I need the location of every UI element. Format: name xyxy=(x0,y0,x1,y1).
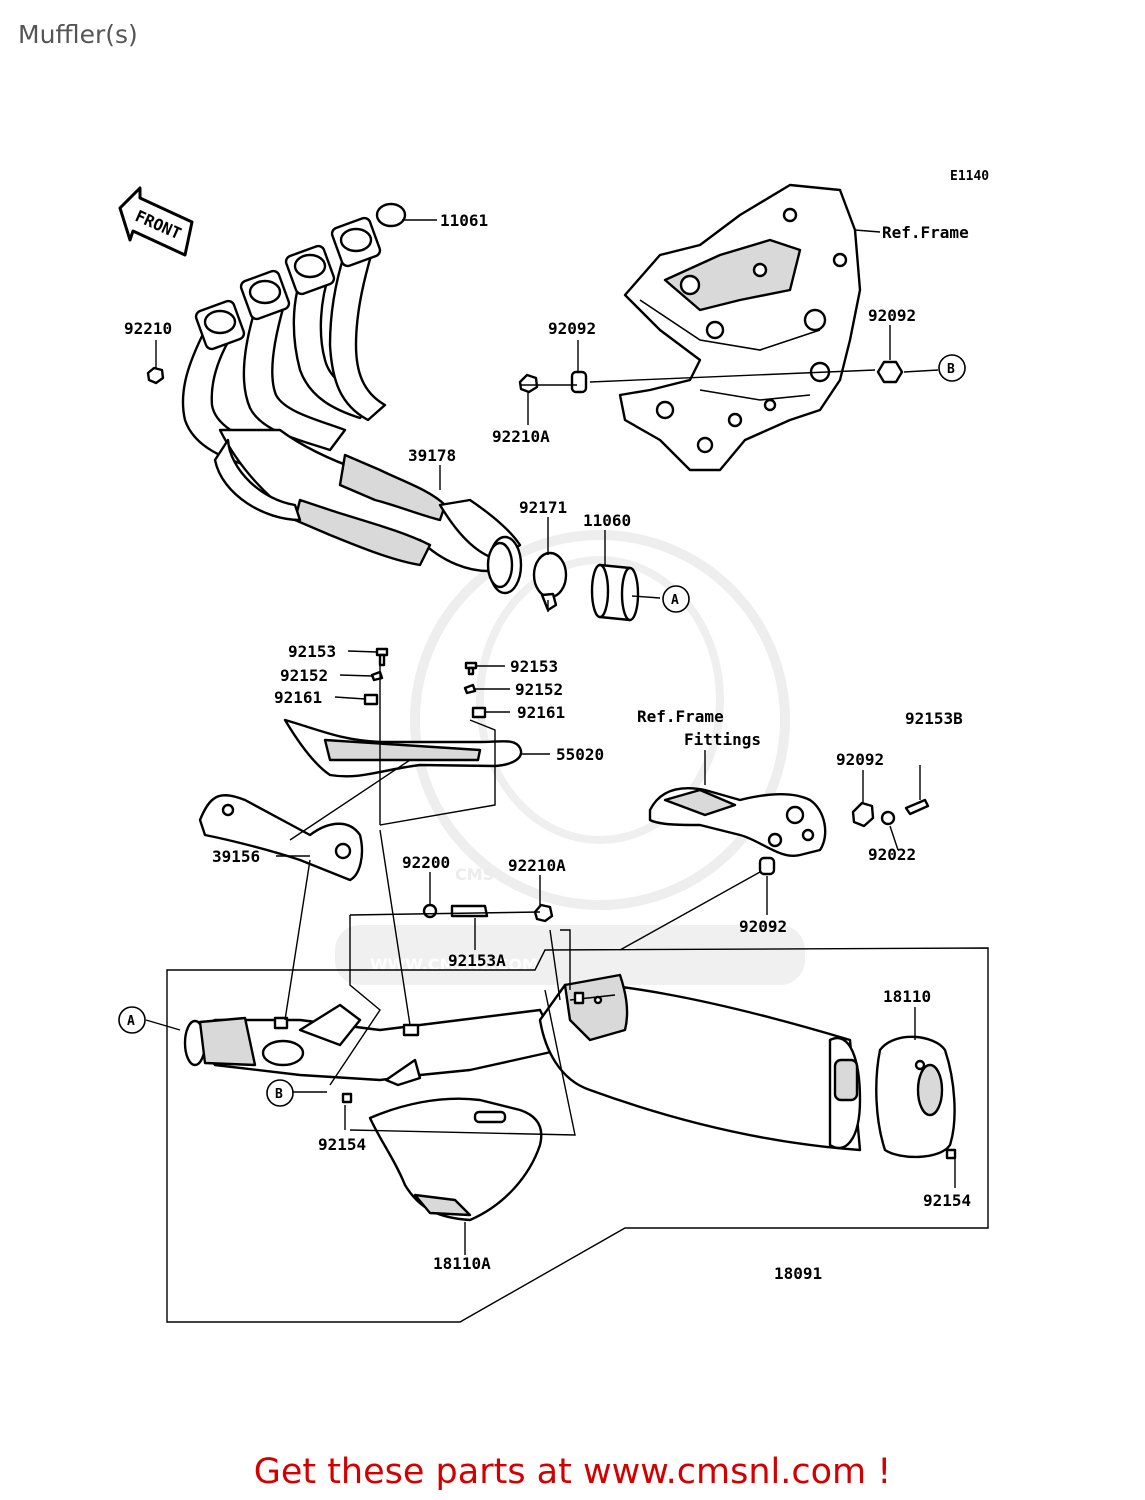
part-label-11061: 11061 xyxy=(440,211,488,230)
part-label-92153B: 92153B xyxy=(905,709,963,728)
part-label-92092: 92092 xyxy=(868,306,916,325)
part-label-92161: 92161 xyxy=(517,703,565,722)
front-arrow-icon: FRONT xyxy=(118,186,194,257)
part-label-92210: 92210 xyxy=(124,319,172,338)
washer-icon xyxy=(880,810,896,826)
svg-text:A: A xyxy=(671,593,679,608)
part-label-92200: 92200 xyxy=(402,853,450,872)
bolt-icon xyxy=(904,798,930,816)
screw-icon xyxy=(945,1148,957,1160)
nut-icon xyxy=(146,366,165,385)
bracket-39156 xyxy=(198,793,364,882)
part-label-92154: 92154 xyxy=(923,1191,971,1210)
svg-text:A: A xyxy=(127,1014,135,1029)
part-label-92022: 92022 xyxy=(868,845,916,864)
part-label-92153: 92153 xyxy=(288,642,336,661)
part-label-92154: 92154 xyxy=(318,1135,366,1154)
clamp-92171 xyxy=(532,551,568,612)
part-label-18110: 18110 xyxy=(883,987,931,1006)
part-label-18110A: 18110A xyxy=(433,1254,491,1273)
part-label-92092: 92092 xyxy=(548,319,596,338)
collar-icon xyxy=(570,370,588,394)
part-label-92092: 92092 xyxy=(739,917,787,936)
bolt-icon xyxy=(450,904,489,918)
gasket-ring xyxy=(375,202,407,228)
page-title: Muffler(s) xyxy=(18,20,138,49)
part-label-92152: 92152 xyxy=(280,666,328,685)
nut-icon xyxy=(851,801,875,828)
watermark-url-text: WWW.CMSNL.COM xyxy=(370,955,538,974)
part-label-92092: 92092 xyxy=(836,750,884,769)
ref-frame-label: Ref.Frame xyxy=(637,707,724,726)
sleeve-11060 xyxy=(590,563,640,622)
callout-b-bottom: B xyxy=(266,1079,294,1107)
diagram-code: E1140 xyxy=(950,169,989,184)
heat-cover-18110A xyxy=(368,1097,543,1222)
promo-link[interactable]: Get these parts at www.cmsnl.com ! xyxy=(253,1452,892,1492)
screw-icon xyxy=(341,1092,353,1104)
nut-icon xyxy=(518,373,539,394)
watermark-logo-text: CMS xyxy=(455,865,494,884)
callout-a-bottom: A xyxy=(118,1006,146,1034)
part-label-92152: 92152 xyxy=(515,680,563,699)
grommet-icon xyxy=(363,693,379,706)
end-cover-18110 xyxy=(875,1035,956,1159)
part-label-39156: 39156 xyxy=(212,847,260,866)
part-label-92210A: 92210A xyxy=(508,856,566,875)
frame-fittings xyxy=(648,787,827,857)
parts-diagram: CMS WWW.CMSNL.COM E1140 FRONT xyxy=(118,169,989,1323)
part-label-92153A: 92153A xyxy=(448,951,506,970)
part-label-11060: 11060 xyxy=(583,511,631,530)
exhaust-header-39178 xyxy=(181,202,523,595)
svg-text:B: B xyxy=(275,1087,283,1102)
ref-frame-label: Ref.Frame xyxy=(882,223,969,242)
part-label-92210A: 92210A xyxy=(492,427,550,446)
part-label-18091: 18091 xyxy=(774,1264,822,1283)
heat-guard-55020 xyxy=(283,718,523,778)
part-label-92171: 92171 xyxy=(519,498,567,517)
part-label-55020: 55020 xyxy=(556,745,604,764)
part-label-92161: 92161 xyxy=(274,688,322,707)
muffler-18091 xyxy=(183,973,862,1152)
part-label-92153: 92153 xyxy=(510,657,558,676)
nut-icon xyxy=(533,903,554,923)
collar-icon xyxy=(758,856,776,876)
part-label-39178: 39178 xyxy=(408,446,456,465)
header-flange xyxy=(194,216,382,351)
leader-lines xyxy=(145,219,989,1323)
washer-icon xyxy=(422,903,438,919)
frame-ref xyxy=(618,183,862,472)
callout-b-top: B xyxy=(938,354,966,382)
callout-a-top: A xyxy=(662,585,690,613)
svg-text:B: B xyxy=(947,362,955,377)
nut-icon xyxy=(876,360,904,384)
fittings-label: Fittings xyxy=(684,730,761,749)
